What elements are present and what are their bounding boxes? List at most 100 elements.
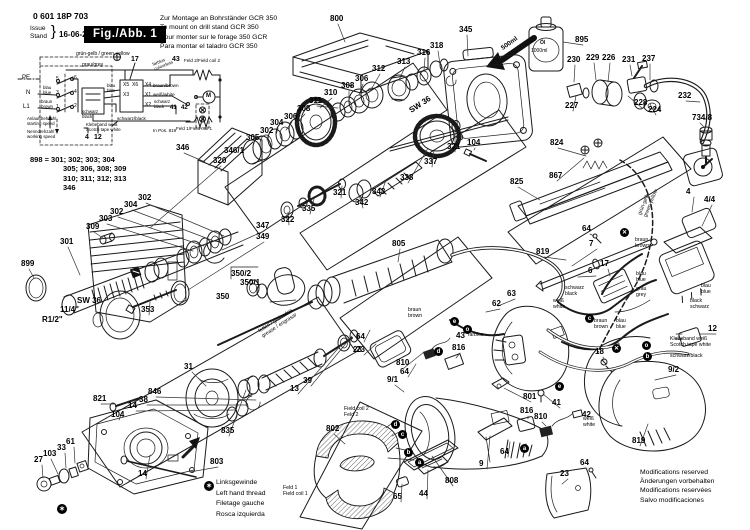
wire-end-marker: a bbox=[520, 444, 529, 453]
part-label: 342 bbox=[355, 198, 369, 207]
part-label: 9 bbox=[479, 459, 484, 468]
x-marker: ✕ bbox=[612, 344, 621, 353]
part-label: 62 bbox=[492, 299, 501, 308]
part-label: SW 36 bbox=[407, 94, 433, 115]
wire-label: Öl bbox=[540, 40, 546, 46]
wire-end-marker: a bbox=[415, 458, 424, 467]
schematic-label: X1 bbox=[145, 92, 152, 98]
motor-covers bbox=[369, 319, 505, 370]
part-label: 63 bbox=[507, 289, 516, 298]
schematic-label: schwarz/black bbox=[117, 116, 146, 121]
left-hand-thread-icon: ✶ bbox=[204, 481, 214, 491]
part-label: 819 bbox=[536, 247, 550, 256]
part-label: 23 bbox=[356, 345, 365, 354]
part-label: 846 bbox=[148, 387, 162, 396]
cover-23-bottom bbox=[545, 467, 597, 519]
part-label: 895 bbox=[575, 35, 589, 44]
schematic-label: Feld 1/Field coil 1 bbox=[176, 126, 213, 131]
part-label: 349 bbox=[256, 232, 270, 241]
pinion-train bbox=[280, 113, 509, 219]
schematic-label: X3 bbox=[123, 92, 130, 98]
schematic-label: 43 bbox=[172, 56, 180, 63]
part-label: 231 bbox=[622, 55, 636, 64]
part-label: 350/2 bbox=[231, 269, 252, 278]
part-label: 835 bbox=[221, 426, 235, 435]
part-label: 302 bbox=[110, 207, 124, 216]
part-label: 337 bbox=[424, 157, 438, 166]
part-label: 23 bbox=[353, 345, 362, 354]
part-label: 805 bbox=[392, 239, 406, 248]
part-label: 224 bbox=[648, 105, 662, 114]
schematic-label: 5 bbox=[56, 76, 59, 82]
schematic-label: 41 bbox=[170, 105, 177, 111]
schematic-label: PE bbox=[22, 75, 31, 81]
part-label: 64 bbox=[400, 367, 409, 376]
part-label: 800 bbox=[330, 14, 344, 23]
part-label: 803 bbox=[210, 457, 224, 466]
part-label: 867 bbox=[549, 171, 563, 180]
bolt-104-top bbox=[463, 148, 487, 162]
part-label: 313 bbox=[397, 57, 411, 66]
part-label: 306 bbox=[284, 112, 298, 121]
part-label: 232 bbox=[678, 91, 692, 100]
part-label: 338 bbox=[400, 173, 414, 182]
part-label: 302 bbox=[260, 126, 274, 135]
schematic-label: 2 bbox=[74, 103, 77, 109]
part-label: 312 bbox=[372, 64, 386, 73]
part-label: 14 bbox=[138, 469, 147, 478]
part-label: 38 bbox=[139, 395, 148, 404]
oil-bottle-895 bbox=[528, 16, 564, 72]
x-marker: ✕ bbox=[620, 228, 629, 237]
part-label: 104 bbox=[467, 138, 481, 147]
part-label: 309 bbox=[86, 222, 100, 231]
part-label: 308 bbox=[297, 104, 311, 113]
wire-end-marker: c bbox=[585, 314, 594, 323]
part-label: 345 bbox=[459, 25, 473, 34]
hose-assembly bbox=[566, 60, 713, 164]
part-label: 810 bbox=[396, 358, 410, 367]
part-label: 23 bbox=[560, 469, 569, 478]
bearing-plate-803 bbox=[36, 397, 209, 495]
part-label: 302 bbox=[138, 193, 152, 202]
part-label: 18 bbox=[595, 347, 604, 356]
part-label: 824 bbox=[550, 138, 564, 147]
wire-end-marker: e bbox=[555, 382, 564, 391]
schematic-label: 3 bbox=[56, 90, 59, 96]
schematic-label: braun/brown bbox=[153, 83, 179, 88]
schematic-label: X6 bbox=[132, 82, 139, 88]
schematic-label: In Pos. 819 bbox=[153, 128, 177, 133]
part-label: 103 bbox=[43, 449, 57, 458]
part-label: 11/4" bbox=[60, 305, 79, 314]
schematic-label: 42 bbox=[181, 105, 188, 111]
leader-lines bbox=[28, 23, 717, 503]
part-label: 802 bbox=[326, 424, 340, 433]
wire-label: 1000ml bbox=[531, 48, 548, 54]
connectors-right bbox=[502, 268, 702, 366]
part-label: 9/2 bbox=[668, 365, 680, 374]
part-label: 4/4 bbox=[704, 195, 716, 204]
part-label: 65 bbox=[393, 492, 402, 501]
part-label: 27 bbox=[34, 455, 43, 464]
wire-end-marker: o bbox=[463, 325, 472, 334]
wire-end-marker: b bbox=[643, 352, 652, 361]
wiring-schematic bbox=[17, 53, 222, 146]
wire-end-marker: e bbox=[450, 317, 459, 326]
schematic-label: L1 bbox=[23, 104, 30, 110]
issue-date: 16-06-28 bbox=[59, 30, 92, 39]
part-label: 64 bbox=[356, 332, 365, 341]
part-label: 318 bbox=[430, 41, 444, 50]
document-part-number: 0 601 18P 703 bbox=[33, 11, 89, 21]
schematic-label: 4 bbox=[74, 89, 77, 95]
